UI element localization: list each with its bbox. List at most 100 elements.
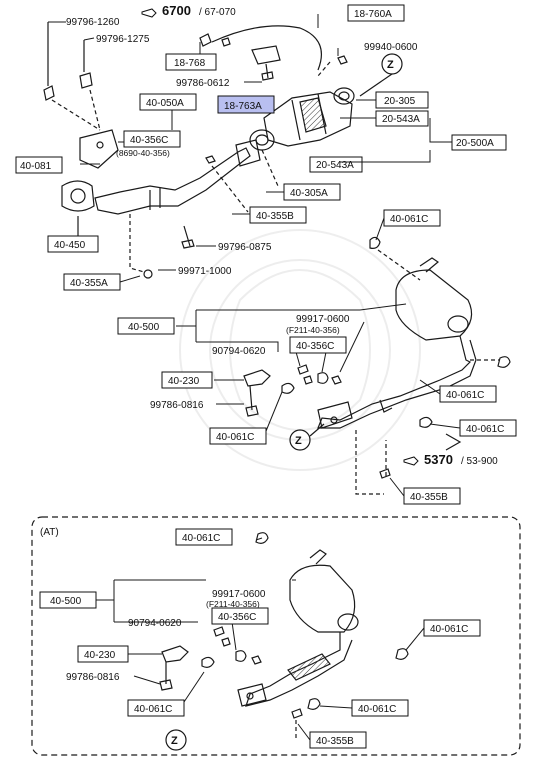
box-40-356C-mt [289, 336, 347, 354]
label-40-230-at: 40-230 [84, 650, 116, 661]
box-20-543A-2 [309, 156, 363, 173]
label-40-061C-at2: 40-061C [430, 624, 468, 635]
ref-6700-sub: / 67-070 [199, 7, 236, 18]
part-labels: 99796-1260 99796-1275 6700 / 67-070 18-7… [15, 3, 517, 749]
watermark-emblem [179, 229, 421, 471]
label-40-500-mt: 40-500 [128, 322, 160, 333]
label-40-061C-at1: 40-061C [182, 533, 220, 544]
label-20-305: 20-305 [384, 96, 416, 107]
box-40-061C-mt1 [439, 385, 497, 403]
label-40-355A: 40-355A [70, 278, 108, 289]
box-40-061C-at4 [351, 699, 409, 717]
label-F211-at: (F211-40-356) [206, 599, 260, 609]
bolt-99796-1275 [79, 40, 93, 89]
z-marker-top: Z [387, 59, 394, 71]
label-99796-1260: 99796-1260 [66, 17, 120, 28]
box-40-356C-top [123, 130, 181, 148]
bracket-40-081 [79, 129, 119, 169]
label-40-081: 40-081 [20, 161, 52, 172]
label-99786-0612: 99786-0612 [176, 78, 230, 89]
box-40-230-mt [161, 371, 213, 389]
box-40-061C-at1 [175, 528, 233, 546]
label-99940-0600: 99940-0600 [364, 42, 418, 53]
box-40-061C-at3 [127, 699, 185, 717]
box-40-061C-at2 [423, 619, 481, 637]
label-40-061C-a: 40-061C [390, 214, 428, 225]
label-18-768: 18-768 [174, 58, 206, 69]
at-dashed-frame [31, 516, 521, 756]
box-20-500A [451, 134, 507, 151]
ref-6700-number: 6700 [162, 3, 191, 18]
ref-5370-number: 5370 [424, 452, 453, 467]
exhaust-top-assembly [43, 22, 403, 279]
box-40-355B-top [249, 206, 307, 224]
label-99917-0600-at: 99917-0600 [212, 589, 266, 600]
bolt-99796-1260 [43, 22, 55, 101]
label-40-355B-at: 40-355B [316, 736, 354, 747]
label-99796-0875: 99796-0875 [218, 242, 272, 253]
z-marker-bottom: Z [171, 735, 178, 747]
z-marker-mid: Z [295, 435, 302, 447]
box-40-450 [47, 235, 99, 253]
label-99786-0816-mt: 99786-0816 [150, 400, 204, 411]
label-20-543A-1: 20-543A [382, 114, 420, 125]
box-40-081 [15, 156, 63, 174]
label-40-500-at: 40-500 [50, 596, 82, 607]
ref-pointer-6700-icon [141, 8, 157, 18]
label-40-356C-at: 40-356C [218, 612, 256, 623]
sensor-18-768 [251, 45, 281, 65]
box-40-305A [283, 183, 341, 201]
catalytic-converter-20-500A [263, 91, 353, 147]
oxygen-sensor-wire-18-760A [211, 25, 322, 71]
label-40-305A: 40-305A [290, 188, 328, 199]
label-40-230-mt: 40-230 [168, 376, 200, 387]
bracket-40-230-mt [243, 369, 271, 387]
box-18-763A-highlight [217, 95, 275, 114]
label-at: (AT) [40, 527, 59, 538]
label-40-356C-top: 40-356C [130, 135, 168, 146]
box-40-500-at [39, 591, 97, 609]
bracket-40-230-at [161, 645, 189, 663]
label-20-500A: 20-500A [456, 138, 494, 149]
label-40-061C-mt3: 40-061C [216, 432, 254, 443]
muffler-40-500-at [289, 564, 356, 633]
box-40-356C-at [211, 607, 269, 625]
label-18-763A: 18-763A [224, 101, 262, 112]
muffler-at-assembly [31, 516, 521, 756]
label-99971-1000: 99971-1000 [178, 266, 232, 277]
box-40-355B-mt [403, 487, 461, 505]
gasket-40-450 [61, 180, 95, 212]
box-18-760A [347, 4, 405, 22]
label-40-355B-top: 40-355B [256, 211, 294, 222]
label-40-061C-mt1: 40-061C [446, 390, 484, 401]
box-20-305 [375, 91, 429, 109]
label-40-061C-at4: 40-061C [358, 704, 396, 715]
box-40-230-at [77, 645, 129, 663]
label-99786-0816-at: 99786-0816 [66, 672, 120, 683]
box-40-355B-at [309, 731, 367, 749]
label-90794-0620-at: 90794-0620 [128, 618, 182, 629]
box-40-061C-a [383, 209, 441, 227]
box-40-061C-mt3 [209, 427, 267, 445]
label-40-355B-mt: 40-355B [410, 492, 448, 503]
box-40-050A [139, 93, 197, 111]
front-pipe-40-050A [94, 147, 251, 215]
box-40-500-mt [117, 317, 175, 335]
ref-pointer-5370-icon [403, 456, 419, 466]
label-99917-0600-mt: 99917-0600 [296, 314, 350, 325]
box-40-061C-mt2 [459, 419, 517, 437]
label-40-356C-mt: 40-356C [296, 341, 334, 352]
label-40-061C-at3: 40-061C [134, 704, 172, 715]
label-99796-1275: 99796-1275 [96, 34, 150, 45]
box-18-768 [165, 53, 217, 71]
label-90794-0620-mt: 90794-0620 [212, 346, 266, 357]
box-40-355A [63, 273, 121, 291]
label-8690-40-356: (8690-40-356) [116, 148, 170, 158]
box-20-543A-1 [375, 110, 429, 127]
label-40-450: 40-450 [54, 240, 86, 251]
label-40-061C-mt2: 40-061C [466, 424, 504, 435]
muffler-mt-assembly [243, 236, 511, 495]
muffler-40-500-mt [395, 269, 473, 341]
